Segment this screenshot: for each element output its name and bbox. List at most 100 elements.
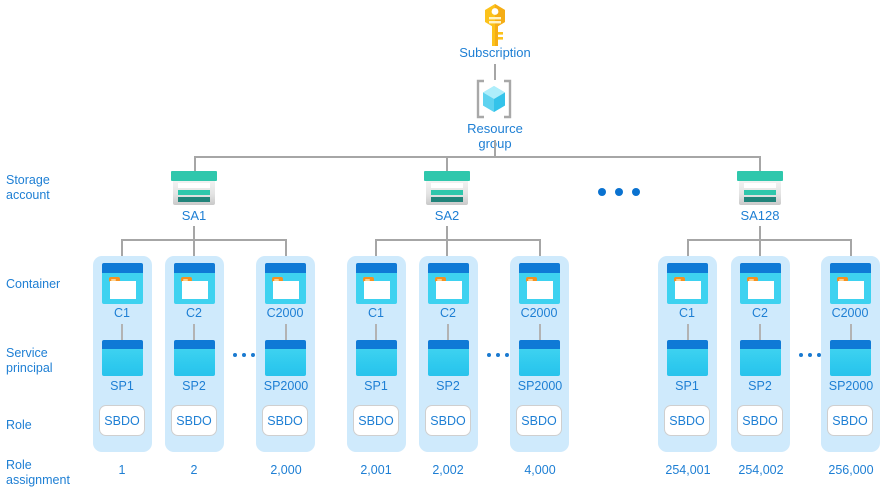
row-label-service-principal: Service principal (6, 346, 53, 375)
connector-container-to-sp (121, 324, 123, 341)
service-principal-icon (519, 340, 560, 376)
container-label: C2 (186, 306, 202, 320)
role-assignment-count: 2,001 (360, 463, 392, 477)
container-label: C1 (368, 306, 384, 320)
container-label: C2 (752, 306, 768, 320)
role-badge: SBDO (425, 405, 471, 436)
container-icon (740, 263, 781, 304)
connector-container-to-sp (687, 324, 689, 341)
container-bus-sa128 (687, 239, 852, 241)
drop-to-c1 (375, 239, 377, 263)
service-principal-label: SP1 (110, 379, 134, 393)
role-badge: SBDO (516, 405, 562, 436)
drop-to-sa128 (759, 156, 761, 171)
connector-resource-group-to-bus (494, 140, 496, 157)
drop-to-c2 (193, 239, 195, 263)
drop-to-sa2 (446, 156, 448, 171)
container-icon (428, 263, 469, 304)
connector-container-to-sp (375, 324, 377, 341)
container-icon (102, 263, 143, 304)
role-badge: SBDO (737, 405, 783, 436)
group-columns-ellipsis (799, 353, 821, 357)
service-principal-label: SP1 (675, 379, 699, 393)
service-principal-label: SP2 (436, 379, 460, 393)
group-columns-ellipsis (487, 353, 509, 357)
service-principal-label: SP1 (364, 379, 388, 393)
drop-to-c2 (759, 239, 761, 263)
role-assignment-count: 4,000 (524, 463, 556, 477)
connector-container-to-sp (285, 324, 287, 341)
row-label-container: Container (6, 277, 61, 291)
service-principal-icon (356, 340, 397, 376)
service-principal-icon (740, 340, 781, 376)
drop-to-c2000 (539, 239, 541, 263)
role-assignment-count: 256,000 (828, 463, 874, 477)
connector-sa1-to-container-bus (193, 226, 195, 239)
connector-container-to-sp (539, 324, 541, 341)
role-badge: SBDO (99, 405, 145, 436)
service-principal-icon (830, 340, 871, 376)
container-label: C2 (440, 306, 456, 320)
connector-subscription-to-resource-group (494, 64, 496, 80)
row-label-role: Role (6, 418, 32, 432)
drop-to-c2000 (285, 239, 287, 263)
storage-account-label: SA2 (434, 208, 460, 223)
storage-account-bus (194, 156, 761, 158)
drop-to-c1 (687, 239, 689, 263)
role-assignment-count: 2,002 (432, 463, 464, 477)
drop-to-sa1 (194, 156, 196, 171)
connector-container-to-sp (850, 324, 852, 341)
service-principal-icon (265, 340, 306, 376)
service-principal-label: SP2000 (263, 379, 309, 393)
role-badge: SBDO (827, 405, 873, 436)
container-bus-sa1 (121, 239, 286, 241)
role-assignment-count: 2,000 (270, 463, 302, 477)
container-label: C2000 (520, 306, 558, 320)
service-principal-label: SP2000 (517, 379, 563, 393)
storage-account-label: SA128 (740, 208, 780, 223)
container-label: C1 (114, 306, 130, 320)
connector-container-to-sp (447, 324, 449, 341)
role-badge: SBDO (664, 405, 710, 436)
subscription-label: Subscription (459, 45, 531, 60)
role-badge: SBDO (171, 405, 217, 436)
container-bus-sa2 (375, 239, 540, 241)
container-label: C2000 (831, 306, 869, 320)
row-label-storage-account: Storage account (6, 173, 50, 202)
group-columns-ellipsis (233, 353, 255, 357)
resource-group-label: Resource group (467, 121, 523, 151)
connector-container-to-sp (759, 324, 761, 341)
storage-account-icon (171, 171, 217, 205)
container-icon (265, 263, 306, 304)
storage-account-icon (424, 171, 470, 205)
role-assignment-count: 254,001 (665, 463, 711, 477)
role-badge: SBDO (262, 405, 308, 436)
service-principal-icon (174, 340, 215, 376)
drop-to-c2000 (850, 239, 852, 263)
row-label-role-assignment: Role assignment (6, 458, 70, 487)
service-principal-icon (428, 340, 469, 376)
service-principal-label: SP2 (182, 379, 206, 393)
role-assignment-count: 1 (118, 463, 126, 477)
service-principal-label: SP2000 (828, 379, 874, 393)
container-icon (519, 263, 560, 304)
service-principal-icon (667, 340, 708, 376)
container-label: C1 (679, 306, 695, 320)
container-icon (667, 263, 708, 304)
connector-sa2-to-container-bus (446, 226, 448, 239)
storage-account-icon (737, 171, 783, 205)
role-assignment-count: 2 (190, 463, 198, 477)
container-icon (174, 263, 215, 304)
drop-to-c1 (121, 239, 123, 263)
role-assignment-count: 254,002 (738, 463, 784, 477)
key-icon (478, 3, 512, 47)
service-principal-label: SP2 (748, 379, 772, 393)
resource-group-cube-icon (471, 78, 517, 120)
container-label: C2000 (266, 306, 304, 320)
container-icon (356, 263, 397, 304)
role-badge: SBDO (353, 405, 399, 436)
connector-container-to-sp (193, 324, 195, 341)
service-principal-icon (102, 340, 143, 376)
storage-account-label: SA1 (181, 208, 207, 223)
